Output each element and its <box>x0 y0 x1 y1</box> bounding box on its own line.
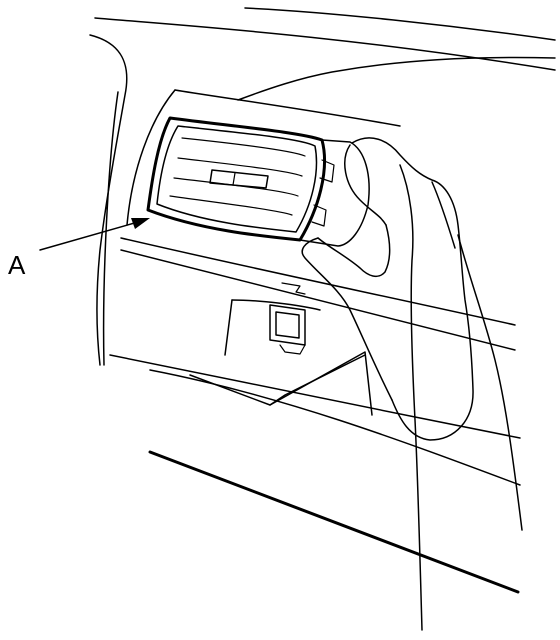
storage-tray <box>189 299 373 416</box>
hand-illustration <box>301 137 523 631</box>
callout-arrowhead <box>131 218 150 229</box>
lower-panel-edge <box>148 450 520 594</box>
callout-label: A <box>8 250 26 280</box>
air-vent <box>146 116 370 247</box>
callout-a: A <box>8 218 150 280</box>
dashboard-outline <box>89 7 556 486</box>
clip-slot <box>269 282 306 355</box>
